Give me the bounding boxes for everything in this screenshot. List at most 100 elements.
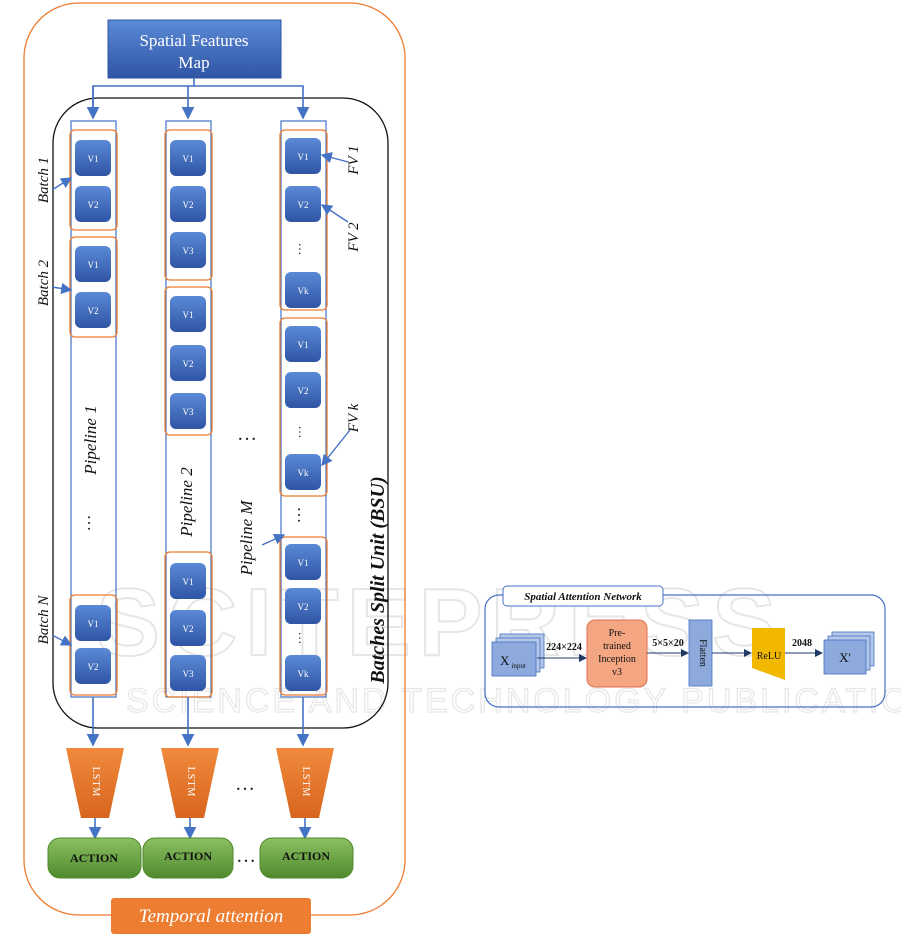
spatial-attention-title-box (502, 585, 664, 607)
batch-arrows (51, 177, 73, 646)
svg-text:LSTM: LSTM (185, 767, 196, 798)
svg-text:V2: V2 (183, 200, 194, 210)
svg-text:…: … (84, 515, 103, 532)
svg-text:V1: V1 (183, 577, 194, 587)
svg-text:…: … (296, 632, 311, 645)
svg-text:V1: V1 (88, 619, 99, 629)
pipeline-2-label: Pipeline 2 (177, 467, 196, 538)
svg-text:…: … (237, 423, 257, 445)
batch-1-label: Batch 1 (36, 157, 52, 203)
svg-text:V2: V2 (298, 386, 309, 396)
svg-text:V1: V1 (183, 154, 194, 164)
column-ellipses: … … … … … (84, 243, 313, 645)
svg-text:V2: V2 (88, 306, 99, 316)
fv-k-label: FV k (346, 403, 362, 433)
lstm-labels: LSTM LSTM LSTM (90, 767, 311, 798)
dim-5-label: 5×5×20 (652, 638, 683, 649)
action-box (142, 837, 234, 879)
spatial-features-map-line1: Spatial Features (139, 31, 248, 50)
pipeline-m-arrow (261, 533, 286, 546)
lstm-block (161, 748, 219, 818)
svg-text:V2: V2 (88, 662, 99, 672)
batch-group (279, 317, 328, 497)
svg-text:ACTION: ACTION (164, 849, 212, 863)
pipeline-labels: Pipeline 1 Pipeline 2 Pipeline M (81, 405, 256, 576)
lstm-blocks (66, 748, 334, 818)
input-stack (491, 633, 545, 677)
temporal-attention-label: Temporal attention (139, 906, 283, 927)
batch-group (164, 129, 213, 281)
svg-text:Vk: Vk (298, 468, 309, 478)
svg-text:V3: V3 (183, 246, 194, 256)
batch-2-label: Batch 2 (36, 259, 52, 306)
svg-text:V1: V1 (298, 558, 309, 568)
svg-text:…: … (235, 773, 255, 795)
svg-text:V2: V2 (88, 200, 99, 210)
svg-text:V2: V2 (298, 200, 309, 210)
svg-text:V1: V1 (298, 152, 309, 162)
svg-text:V1: V1 (88, 260, 99, 270)
bsu-label: Batches Split Unit (BSU) (367, 476, 389, 684)
batch-group (279, 536, 328, 696)
action-box (47, 837, 142, 879)
flatten-label: Flatten (697, 639, 708, 667)
spatial-attention-title: Spatial Attention Network (524, 591, 642, 603)
bsu-frame (52, 97, 389, 729)
svg-text:V1: V1 (88, 154, 99, 164)
temporal-attention-label-box (111, 898, 311, 934)
watermark-subtitle: SCIENCE AND TECHNOLOGY PUBLICATIONS (126, 682, 901, 720)
svg-text:…: … (296, 243, 311, 256)
svg-text:V2: V2 (183, 359, 194, 369)
action-box (259, 837, 354, 879)
action-boxes (47, 837, 354, 879)
svg-text:Vk: Vk (298, 286, 309, 296)
pipeline-1-label: Pipeline 1 (81, 405, 100, 475)
svg-text:trained: trained (603, 641, 631, 652)
lstm-block (276, 748, 334, 818)
spatial-features-map-box (107, 19, 282, 79)
svg-text:V2: V2 (183, 624, 194, 634)
svg-text:V3: V3 (183, 669, 194, 679)
relu-block (752, 628, 785, 680)
svg-text:…: … (296, 426, 311, 439)
fv-1-label: FV 1 (346, 145, 362, 175)
output-label: X' (839, 650, 851, 665)
batch-group (164, 286, 213, 436)
lstm-block (66, 748, 124, 818)
pipeline-to-lstm-arrows (86, 697, 310, 747)
dim-224-label: 224×224 (546, 642, 582, 653)
svg-text:V2: V2 (298, 602, 309, 612)
svg-text:ACTION: ACTION (282, 849, 330, 863)
batch-group (279, 129, 328, 311)
inception-labels: Pre- trained Inception v3 (598, 628, 636, 678)
svg-text:LSTM: LSTM (90, 767, 101, 798)
lstm-to-action-arrows (88, 818, 312, 840)
feature-map-connectors (86, 78, 310, 120)
svg-text:…: … (294, 507, 313, 524)
output-stack (823, 631, 875, 675)
svg-text:Inception: Inception (598, 654, 636, 665)
svg-text:V3: V3 (183, 407, 194, 417)
fv-2-label: FV 2 (346, 222, 362, 253)
batch-labels: Batch 1 Batch 2 Batch N (36, 157, 52, 645)
watermark: SCITEPRESS SCIENCE AND TECHNOLOGY PUBLIC… (95, 568, 901, 721)
action-labels: ACTION ACTION ACTION (70, 849, 330, 865)
spatial-attention-frame (484, 594, 886, 708)
batch-n-label: Batch N (36, 595, 52, 645)
svg-text:…: … (236, 845, 256, 867)
vector-boxes: V1 V2 V1 V2 V1 V2 V1 V2 V3 V1 V2 V3 V1 V… (75, 138, 321, 691)
fv-arrows (320, 152, 351, 467)
relu-label: ReLU (757, 651, 782, 662)
svg-text:Pre-: Pre- (609, 628, 626, 639)
spatial-features-map-line2: Map (178, 53, 209, 72)
between-pipeline-ellipses: … … … (235, 423, 257, 867)
svg-text:Vk: Vk (298, 669, 309, 679)
fv-labels: FV 1 FV 2 FV k (346, 145, 362, 433)
svg-text:ACTION: ACTION (70, 851, 118, 865)
watermark-logo-text: SCITEPRESS (96, 569, 784, 676)
svg-text:v3: v3 (612, 667, 622, 678)
dim-2048-label: 2048 (792, 638, 812, 649)
svg-text:LSTM: LSTM (300, 767, 311, 798)
